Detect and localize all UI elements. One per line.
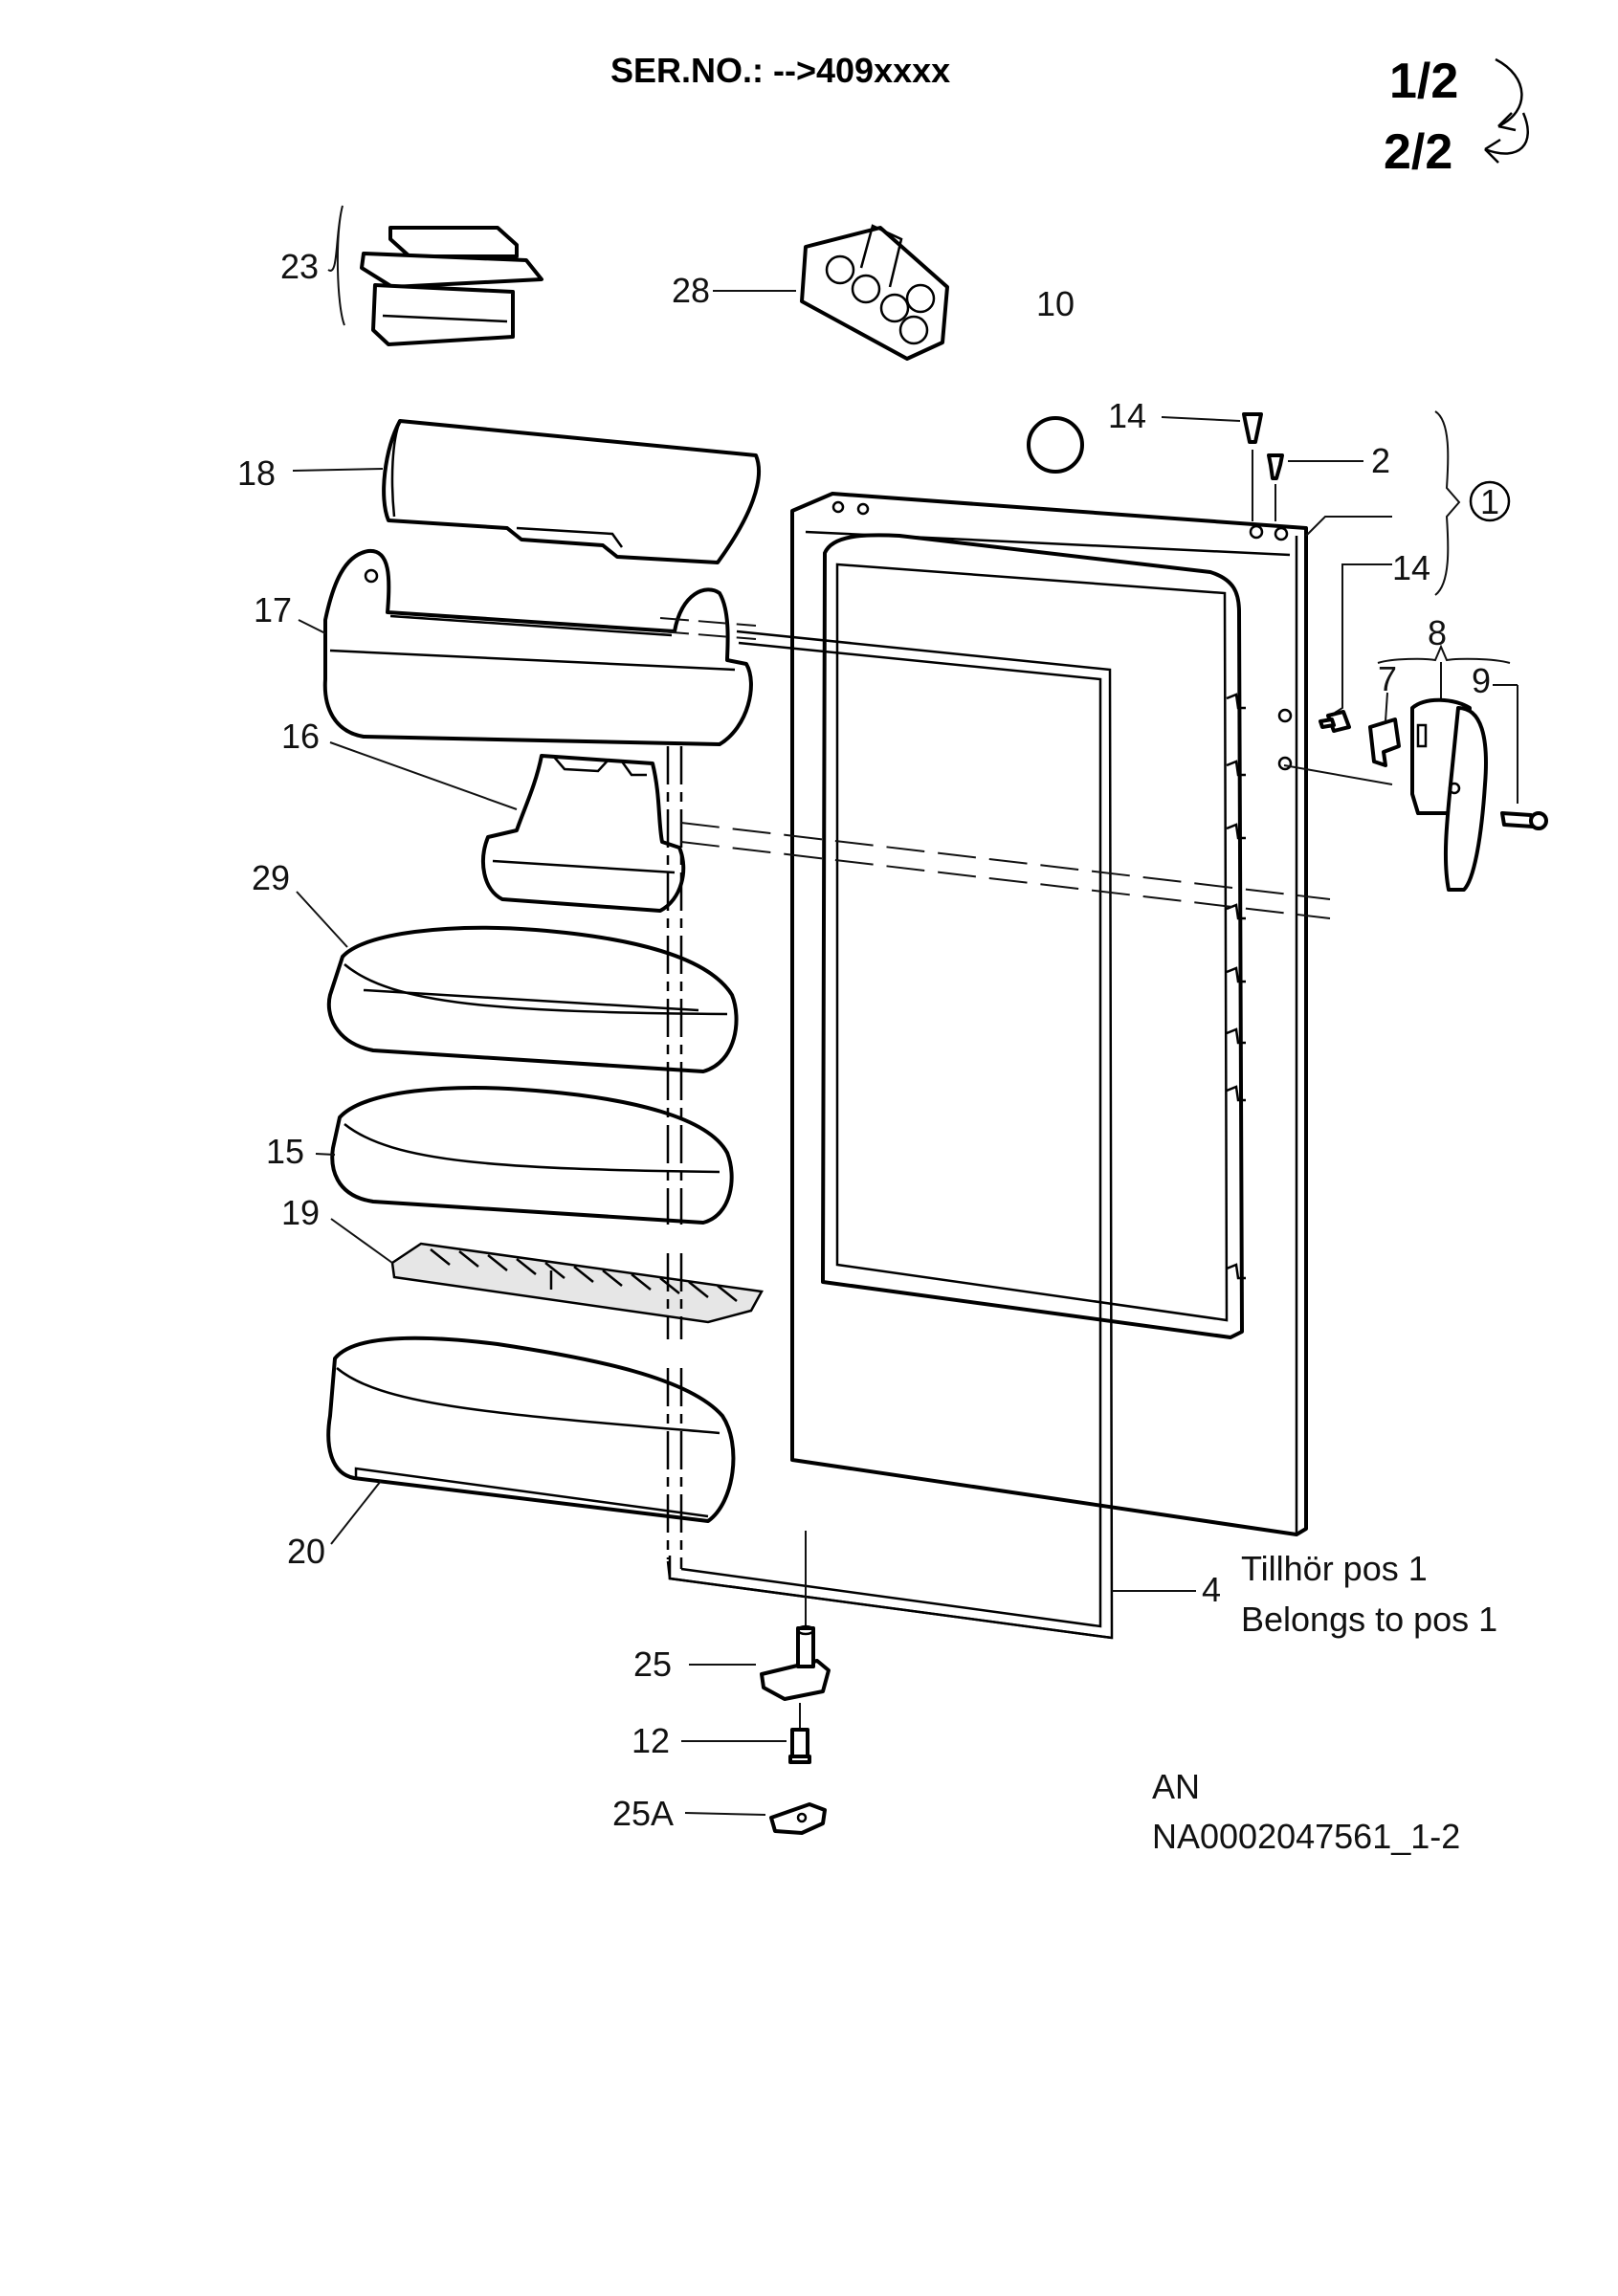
label-12: 12 (632, 1721, 670, 1760)
part-16-bottle-holder (481, 754, 686, 913)
label-2: 2 (1371, 441, 1390, 480)
label-17: 17 (254, 590, 292, 629)
label-8: 8 (1428, 613, 1447, 652)
curved-arrow-return-icon (1484, 112, 1529, 164)
part-20-bottle-shelf (326, 1336, 736, 1523)
label-7: 7 (1378, 659, 1397, 698)
circled-number-icon: 1 (1469, 480, 1511, 522)
label-19: 19 (281, 1193, 320, 1232)
note-tillhor: Tillhör pos 1 (1241, 1549, 1428, 1588)
label-15: 15 (266, 1132, 304, 1171)
part-2-screw (1267, 453, 1284, 521)
part-29-door-shelf (326, 925, 739, 1073)
label-14-top: 14 (1108, 396, 1146, 435)
curved-arrow-down-icon (1495, 57, 1523, 132)
label-25a: 25A (612, 1794, 674, 1833)
serial-number-title: SER.NO.: -->409xxxx (610, 51, 950, 90)
part-25-hinge-bracket (760, 1624, 831, 1701)
note-belongs: Belongs to pos 1 (1241, 1600, 1497, 1639)
label-16: 16 (281, 717, 320, 756)
label-9: 9 (1472, 661, 1491, 700)
part-4-door-gasket (666, 629, 1114, 1640)
label-4: 4 (1202, 1570, 1221, 1609)
part-28-egg-tray (800, 224, 949, 361)
label-25: 25 (633, 1645, 672, 1684)
part-10-round-cover (1027, 416, 1084, 474)
label-23: 23 (280, 247, 319, 286)
label-18: 18 (237, 453, 276, 493)
label-28: 28 (672, 271, 710, 310)
part-7-hinge-clip (1368, 718, 1401, 767)
part-14-screw-right (1319, 710, 1351, 733)
part-12-screw (788, 1728, 811, 1764)
page-indicator-first: 1/2 (1389, 54, 1458, 109)
label-10: 10 (1036, 284, 1075, 323)
part-18-shelf-lid (382, 419, 761, 564)
label-29: 29 (252, 858, 290, 897)
note-an: AN (1152, 1767, 1200, 1806)
part-14-pin (1242, 412, 1263, 521)
part-23-container-set (327, 205, 543, 346)
page-indicator-second: 2/2 (1384, 124, 1452, 180)
part-17-top-door-shelf (322, 548, 753, 746)
part-15-door-shelf (330, 1086, 734, 1225)
label-1: 1 (1480, 482, 1499, 521)
part-25a-hinge-plate (769, 1802, 827, 1835)
label-14-right: 14 (1392, 548, 1430, 587)
part-door-panel (790, 492, 1308, 1536)
part-9-screw (1500, 811, 1548, 830)
part-19-shelf-divider (390, 1242, 764, 1324)
label-20: 20 (287, 1532, 325, 1571)
part-8-door-handle (1410, 697, 1488, 892)
note-document-id: NA0002047561_1-2 (1152, 1817, 1460, 1856)
